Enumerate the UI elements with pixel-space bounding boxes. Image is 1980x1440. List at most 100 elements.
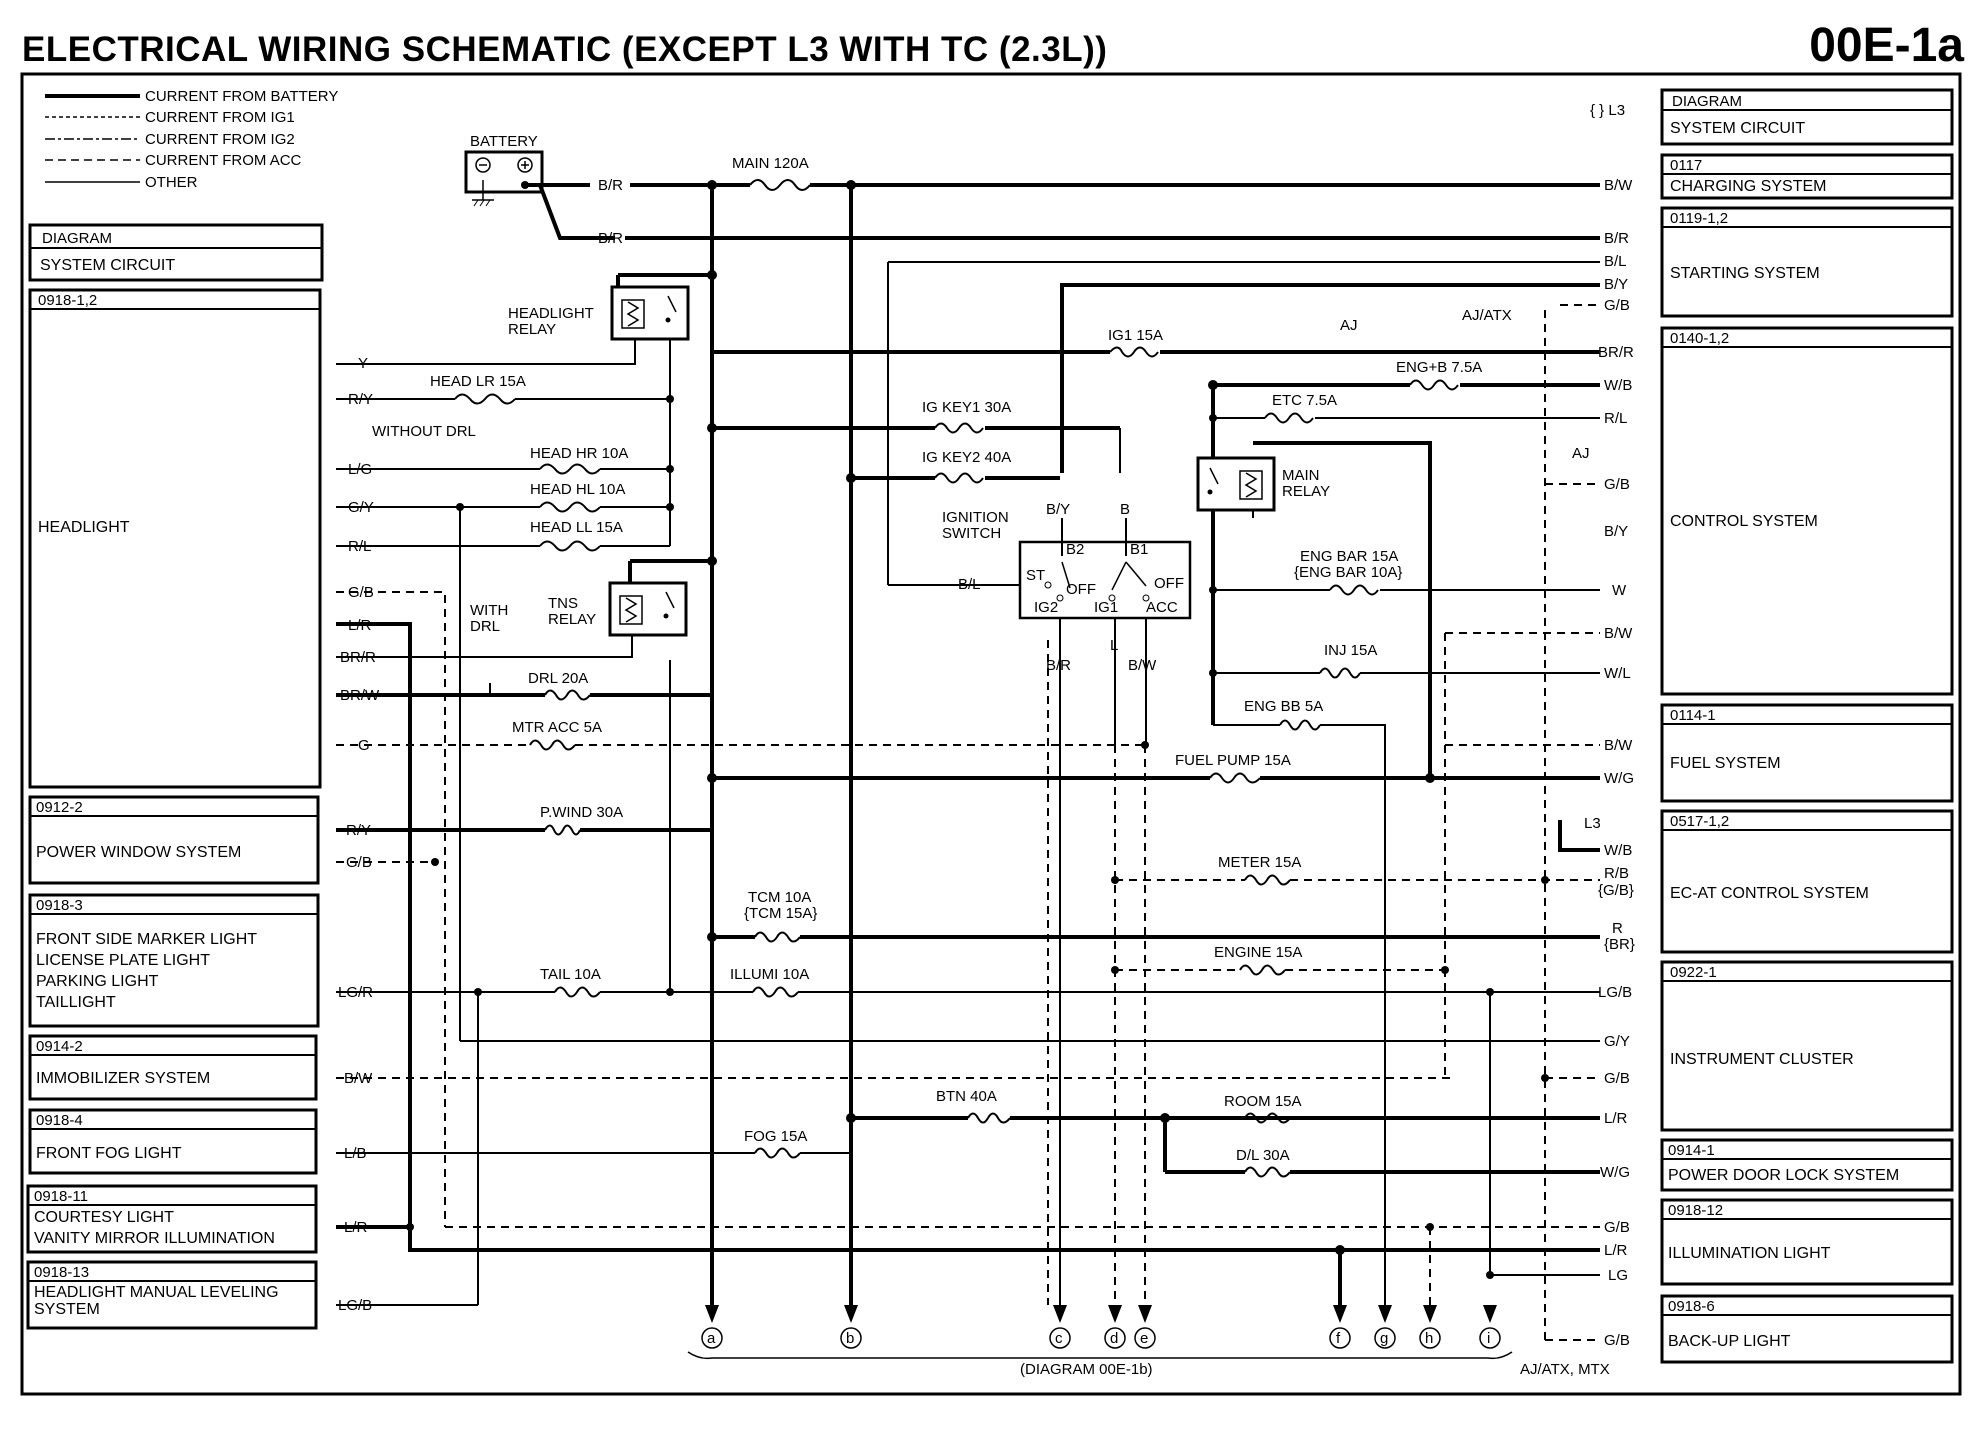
rw-14: W/G — [1604, 770, 1634, 787]
courtesy-box-line1: COURTESY LIGHT — [34, 1209, 174, 1226]
fuse-fog: FOG 15A — [744, 1128, 807, 1145]
tns-relay: TNS RELAY — [548, 581, 688, 637]
fuse-ig-key1: IG KEY1 30A — [922, 399, 1011, 416]
fuse-ig1: IG1 15A — [1108, 327, 1163, 344]
rw-19: {BR} — [1604, 936, 1635, 953]
note-drl: DRL — [470, 618, 500, 635]
backup-box-id: 0918-6 — [1668, 1298, 1715, 1315]
ig-terminal-b2: B2 — [1066, 541, 1084, 558]
rw-17: {G/B} — [1598, 882, 1634, 899]
legend-battery: CURRENT FROM BATTERY — [145, 88, 338, 105]
lw-6: L/R — [348, 617, 372, 634]
fuse-dl: D/L 30A — [1236, 1147, 1290, 1164]
fuse-room: ROOM 15A — [1224, 1093, 1302, 1110]
fuse-drl: DRL 20A — [528, 670, 588, 687]
rw-11: B/W — [1604, 625, 1633, 642]
legend-other: OTHER — [145, 174, 198, 191]
cluster-box-label: INSTRUMENT CLUSTER — [1670, 1051, 1854, 1068]
rw-23: L/R — [1604, 1110, 1628, 1127]
rw-9: B/Y — [1604, 523, 1628, 540]
ig-terminal-off1: OFF — [1066, 581, 1096, 598]
fuse-fuel-pump: FUEL PUMP 15A — [1175, 752, 1291, 769]
backup-box-label: BACK-UP LIGHT — [1668, 1333, 1791, 1350]
ig-terminal-acc: ACC — [1146, 599, 1178, 616]
rw-0: B/W — [1604, 177, 1633, 194]
leveling-box-id: 0918-13 — [34, 1264, 89, 1281]
lw-12: LG/R — [338, 984, 373, 1001]
connector-g: g — [1380, 1330, 1388, 1347]
fuel-box-id: 0114-1 — [1670, 707, 1716, 724]
illumination-box-id: 0918-12 — [1668, 1202, 1723, 1219]
lw-2: L/G — [348, 461, 372, 478]
lw-10: R/Y — [346, 822, 371, 839]
courtesy-box-line2: VANITY MIRROR ILLUMINATION — [34, 1230, 275, 1247]
starting-box-label: STARTING SYSTEM — [1670, 265, 1820, 282]
main-relay-label1: MAIN — [1282, 467, 1320, 484]
power-window-box-label: POWER WINDOW SYSTEM — [36, 844, 241, 861]
tns-relay-label2: RELAY — [548, 611, 596, 628]
left-system-boxes: DIAGRAM SYSTEM CIRCUIT 0918-1,2 HEADLIGH… — [26, 223, 324, 1330]
sw-7: B/W — [1128, 657, 1157, 674]
fuse-eng-bar: ENG BAR 15A — [1300, 548, 1398, 565]
sw-0: B/R — [598, 177, 623, 194]
rw-12: W/L — [1604, 665, 1631, 682]
marker-box-line4: TAILLIGHT — [36, 994, 116, 1011]
rw-26: L/R — [1604, 1242, 1628, 1259]
connector-h: h — [1425, 1330, 1433, 1347]
legend-ig2: CURRENT FROM IG2 — [145, 131, 295, 148]
notes: WITHOUT DRL WITH DRL AJ AJ/ATX AJ L3 AJ/… — [372, 307, 1610, 1378]
wires — [336, 180, 1600, 1341]
rw-16: R/B — [1604, 865, 1629, 882]
ig-terminal-b1: B1 — [1130, 541, 1148, 558]
connectors: a b c d e f g h i — [687, 1305, 1513, 1360]
charging-box-id: 0117 — [1670, 157, 1702, 174]
legend-ig1: CURRENT FROM IG1 — [145, 109, 295, 126]
battery-label: BATTERY — [470, 133, 538, 150]
lw-11: G/B — [346, 854, 372, 871]
fuse-eng-bar-l3: {ENG BAR 10A} — [1294, 564, 1402, 581]
left-wire-labels: Y R/Y L/G G/Y R/L G/B L/R BR/R BR/W G R/… — [338, 355, 380, 1314]
main-relay: MAIN RELAY — [1196, 456, 1330, 512]
diagram-code: 00E-1a — [1809, 19, 1964, 72]
note-with: WITH — [470, 602, 508, 619]
charging-box-label: CHARGING SYSTEM — [1670, 178, 1826, 195]
rw-27: LG — [1608, 1267, 1628, 1284]
connector-e: e — [1140, 1330, 1148, 1347]
rw-7: R/L — [1604, 410, 1627, 427]
lw-13: B/W — [344, 1070, 373, 1087]
sw-2: B/Y — [1046, 501, 1070, 518]
rw-28: G/B — [1604, 1332, 1630, 1349]
headlight-box-id: 0918-1,2 — [38, 292, 97, 309]
left-box-header-label: DIAGRAM — [42, 230, 112, 247]
note-aj-atx-mtx: AJ/ATX, MTX — [1520, 1361, 1610, 1378]
marker-box-line2: LICENSE PLATE LIGHT — [36, 952, 210, 969]
illumination-box-label: ILLUMINATION LIGHT — [1668, 1245, 1831, 1262]
rw-3: B/Y — [1604, 276, 1628, 293]
rw-4: G/B — [1604, 297, 1630, 314]
doorlock-box-id: 0914-1 — [1668, 1142, 1715, 1159]
lw-9: G — [358, 737, 370, 754]
rw-24: W/G — [1600, 1164, 1630, 1181]
immobilizer-box-label: IMMOBILIZER SYSTEM — [36, 1070, 210, 1087]
fuse-ig-key2: IG KEY2 40A — [922, 449, 1011, 466]
fuse-head-lr: HEAD LR 15A — [430, 373, 526, 390]
cluster-box-id: 0922-1 — [1670, 964, 1717, 981]
fuse-meter: METER 15A — [1218, 854, 1301, 871]
tns-relay-label1: TNS — [548, 595, 578, 612]
right-system-boxes: DIAGRAM SYSTEM CIRCUIT 0117 CHARGING SYS… — [1660, 88, 1954, 1364]
headlight-relay-label1: HEADLIGHT — [508, 305, 594, 322]
rw-13: B/W — [1604, 737, 1633, 754]
lw-14: L/B — [344, 1145, 367, 1162]
right-wire-labels: B/W B/R B/L B/Y G/B BR/R W/B R/L G/B B/Y… — [1598, 177, 1635, 1349]
fuse-eng-bb: ENG BB 5A — [1244, 698, 1323, 715]
right-box-header-label: DIAGRAM — [1672, 93, 1742, 110]
marker-box-line3: PARKING LIGHT — [36, 973, 159, 990]
fuse-p-wind: P.WIND 30A — [540, 804, 623, 821]
control-box-id: 0140-1,2 — [1670, 330, 1729, 347]
fuse-head-hl: HEAD HL 10A — [530, 481, 625, 498]
right-box-header-sub: SYSTEM CIRCUIT — [1670, 120, 1805, 137]
rw-10: W — [1612, 582, 1627, 599]
headlight-relay: HEADLIGHT RELAY — [508, 285, 690, 341]
ig-terminal-ig1: IG1 — [1094, 599, 1118, 616]
note-l3: L3 — [1584, 815, 1601, 832]
